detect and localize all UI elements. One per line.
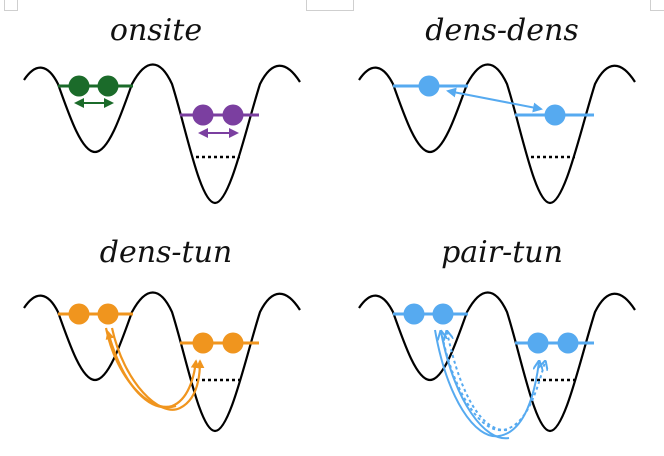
particle: [97, 75, 119, 97]
corner-mark-right: [650, 0, 664, 11]
particle: [418, 75, 440, 97]
panel-onsite: [23, 63, 301, 205]
particle: [97, 303, 119, 325]
particle: [403, 303, 425, 325]
corner-mark-center: [306, 0, 354, 11]
panel-title-pair-tun: pair-tun: [441, 235, 563, 270]
particle: [192, 332, 214, 354]
lattice-potential: [358, 291, 636, 433]
lattice-potential: [358, 63, 636, 205]
particle: [557, 332, 579, 354]
hopping-arrow: [104, 327, 200, 408]
hopping-arrow: [447, 332, 508, 432]
corner-mark-left: [4, 0, 18, 11]
particle: [544, 104, 566, 126]
panel-title-onsite: onsite: [109, 13, 203, 48]
panel-title-dens-dens: dens-dens: [425, 13, 579, 48]
panel-dens-tun: [23, 291, 301, 433]
lattice-potential: [23, 63, 301, 205]
particle: [432, 303, 454, 325]
particle: [527, 332, 549, 354]
particle: [68, 303, 90, 325]
hopping-arrow: [440, 329, 545, 432]
panel-dens-dens: [358, 63, 636, 205]
interaction-arrow: [446, 87, 543, 113]
panel-pair-tun: [358, 291, 636, 440]
particle: [222, 332, 244, 354]
hopping-arrow: [110, 327, 205, 411]
lattice-potential: [23, 291, 301, 433]
hopping-arrow: [105, 330, 177, 409]
hopping-arrow: [434, 329, 539, 438]
particle: [192, 104, 214, 126]
particle: [222, 104, 244, 126]
panel-title-dens-tun: dens-tun: [99, 235, 233, 270]
particle: [68, 75, 90, 97]
hopping-arrow: [441, 332, 510, 440]
